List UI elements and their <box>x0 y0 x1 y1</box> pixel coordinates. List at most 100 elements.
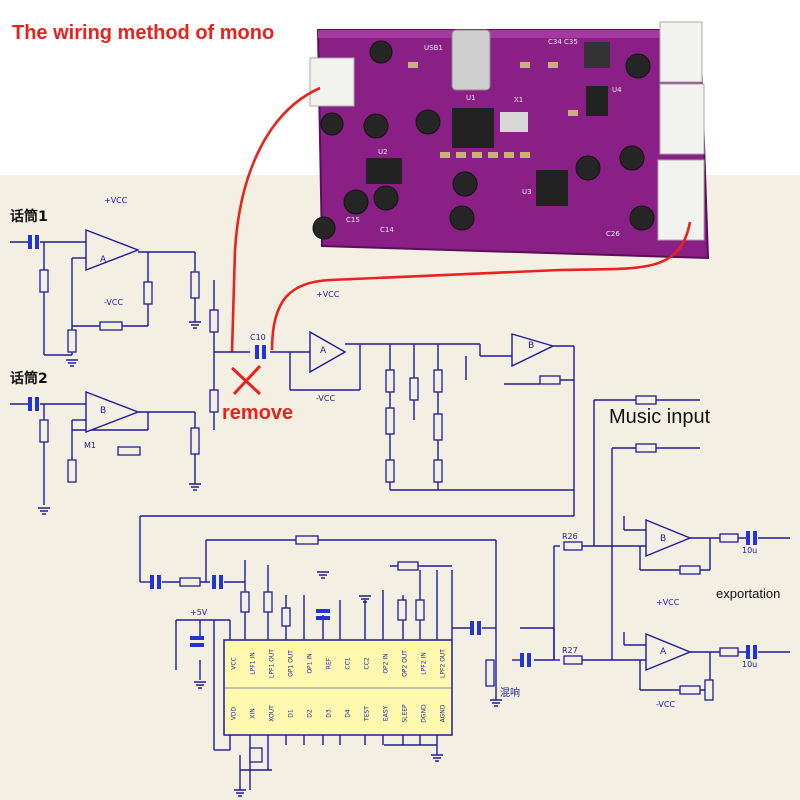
ic-pin-24: VCC <box>224 642 243 688</box>
ic-pin-20: OP1 IN <box>300 642 319 688</box>
connector-mid-right <box>659 83 705 155</box>
r26-label: R26 <box>562 532 578 541</box>
ic-body <box>223 639 453 736</box>
svg-text:U1: U1 <box>466 94 476 102</box>
chip-u3 <box>536 170 568 206</box>
ic-pin-6: D3 <box>319 690 338 734</box>
svg-text:U4: U4 <box>612 86 622 94</box>
svg-text:U3: U3 <box>522 188 532 196</box>
ic-bottom-pins: VDD XIN XOUT D1 D2 D3 D4 TEST EASY SLEEP DGND AGND <box>224 690 452 734</box>
svg-text:X1: X1 <box>514 96 523 104</box>
neg-vcc-label-3: -VCC <box>656 700 676 709</box>
amp-b3-label: B <box>660 534 667 544</box>
ic-pin-name: SLEEP <box>401 704 408 723</box>
ic-pin-name: OP1 IN <box>306 653 313 674</box>
ic-pin-name: AGND <box>439 704 446 723</box>
diagram-title: The wiring method of mono <box>12 22 275 44</box>
ic-pin-2: XIN <box>243 690 262 734</box>
ic-pin-9: EASY <box>376 690 395 734</box>
ic-pin-3: XOUT <box>262 690 281 734</box>
remove-x-mark <box>230 364 262 396</box>
resistors <box>39 269 739 701</box>
amp-b-label: B <box>100 406 107 416</box>
ic-pin-11: DGND <box>414 690 433 734</box>
ic-pin-name: D4 <box>344 709 351 718</box>
chip-u1 <box>452 108 494 148</box>
m1-label: M1 <box>84 441 96 450</box>
svg-text:C15: C15 <box>346 216 360 224</box>
connector-left <box>309 57 355 107</box>
svg-text:C26: C26 <box>606 230 620 238</box>
ic-pin-1: VDD <box>224 690 243 734</box>
mic1-label: 话筒1 <box>10 209 48 225</box>
ic-pin-7: D4 <box>338 690 357 734</box>
crystal-x1 <box>500 112 528 132</box>
ic-pin-5: D2 <box>300 690 319 734</box>
ic-pin-name: LPF2 OUT <box>439 649 446 678</box>
ic-pin-4: D1 <box>281 690 300 734</box>
ic-pin-19: REF <box>319 642 338 688</box>
reverb-label: 混响 <box>500 688 520 699</box>
c10-label: C10 <box>250 333 266 342</box>
mic2-label: 话筒2 <box>10 371 48 387</box>
chip-u4 <box>586 86 608 116</box>
potentiometers <box>190 271 495 687</box>
ic-pin-name: D2 <box>306 709 313 718</box>
amp-a3-label: A <box>660 647 667 657</box>
remove-label: remove <box>222 402 294 424</box>
ic-pin-name: LPF1 IN <box>249 652 256 675</box>
svg-text:C34 C35: C34 C35 <box>548 38 578 46</box>
schematic-wires <box>10 241 790 790</box>
amp-a2-label: A <box>320 346 327 356</box>
ic-pin-14: LPF2 IN <box>414 642 433 688</box>
amp-b2-label: B <box>528 341 535 351</box>
connector-top-right <box>659 21 703 83</box>
ic-pin-21: OP1 OUT <box>281 642 300 688</box>
vcc-label-2: +VCC <box>316 290 340 299</box>
ic-pin-15: OP2 OUT <box>395 642 414 688</box>
ic-pin-name: OP1 OUT <box>287 650 294 677</box>
ic-pin-23: LPF1 IN <box>243 642 262 688</box>
ic-pin-name: LPF1 OUT <box>268 649 275 678</box>
chip-u2 <box>366 158 402 184</box>
ic-pin-name: D1 <box>287 709 294 718</box>
ic-pin-name: D3 <box>325 709 332 718</box>
ic-pin-16: OP2 IN <box>376 642 395 688</box>
ic-pin-name: XOUT <box>268 705 275 722</box>
crystal <box>249 747 263 763</box>
ic-pin-name: CC2 <box>363 657 370 670</box>
ic-pin-name: OP2 OUT <box>401 650 408 677</box>
ic-pin-18: CC1 <box>338 642 357 688</box>
cap-out-label-1: 10u <box>742 546 758 555</box>
ic-pin-17: CC2 <box>357 642 376 688</box>
vcc-label: +VCC <box>104 196 128 205</box>
inductor <box>584 42 610 68</box>
ic-pin-name: VDD <box>230 706 237 721</box>
svg-text:U2: U2 <box>378 148 388 156</box>
op-amps <box>85 228 692 672</box>
plus5v-label: +5V <box>190 608 208 617</box>
svg-text:C14: C14 <box>380 226 394 234</box>
cap-out-label-2: 10u <box>742 660 758 669</box>
ic-pin-10: SLEEP <box>395 690 414 734</box>
ic-top-pins: VCC LPF1 IN LPF1 OUT OP1 OUT OP1 IN REF CC1 CC2… <box>224 642 452 688</box>
amp-a-label: A <box>100 255 107 265</box>
vcc-label-3: +VCC <box>656 598 680 607</box>
ic-pin-name: TEST <box>363 706 370 721</box>
ic-pin-8: TEST <box>357 690 376 734</box>
ic-pin-name: OP2 IN <box>382 653 389 674</box>
exportation-label: exportation <box>716 586 781 601</box>
svg-text:USB1: USB1 <box>424 44 443 52</box>
r27-label: R27 <box>562 646 578 655</box>
ic-pin-12: AGND <box>433 690 452 734</box>
neg-vcc-label-2: -VCC <box>316 394 336 403</box>
ic-pin-name: XIN <box>249 708 256 719</box>
music-input-label: Music input <box>609 406 711 428</box>
ic-pin-name: EASY <box>382 705 389 722</box>
usb-c-port <box>451 29 491 91</box>
ic-pin-name: CC1 <box>344 657 351 670</box>
ic-pin-name: VCC <box>230 657 237 670</box>
